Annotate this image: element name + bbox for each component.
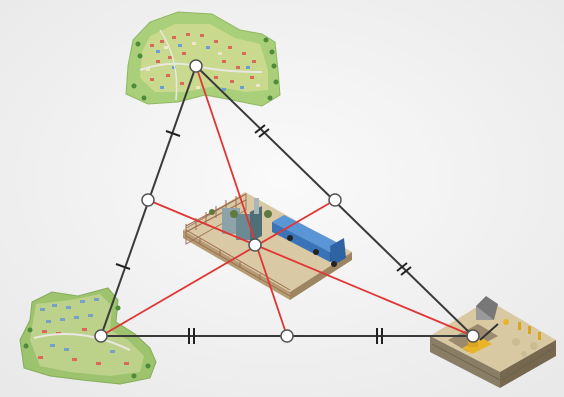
- median-from-top: [195, 65, 288, 337]
- tick-right-upper-1: [254, 124, 266, 134]
- centroid-point: [248, 238, 262, 252]
- median-from-right: [147, 199, 474, 337]
- factory-with-truck-icon: [183, 192, 352, 300]
- tick-left-lower: [115, 263, 131, 270]
- tick-right-lower-1: [396, 262, 408, 272]
- right-side-midpoint: [328, 193, 342, 207]
- left-side-midpoint: [141, 193, 155, 207]
- equal-length-tick-marks: [115, 124, 412, 344]
- points: [94, 59, 480, 343]
- vertex-top: [189, 59, 203, 73]
- median-from-left: [100, 199, 336, 337]
- residential-neighborhood-icon: [125, 11, 281, 107]
- vertex-right: [466, 329, 480, 343]
- vertex-left: [94, 329, 108, 343]
- bottom-side-midpoint: [280, 329, 294, 343]
- residential-town-icon: [19, 287, 157, 385]
- tick-right-upper-2: [258, 128, 270, 138]
- tick-right-lower-2: [400, 266, 412, 276]
- tick-left-upper: [165, 130, 181, 137]
- medians: [100, 65, 474, 337]
